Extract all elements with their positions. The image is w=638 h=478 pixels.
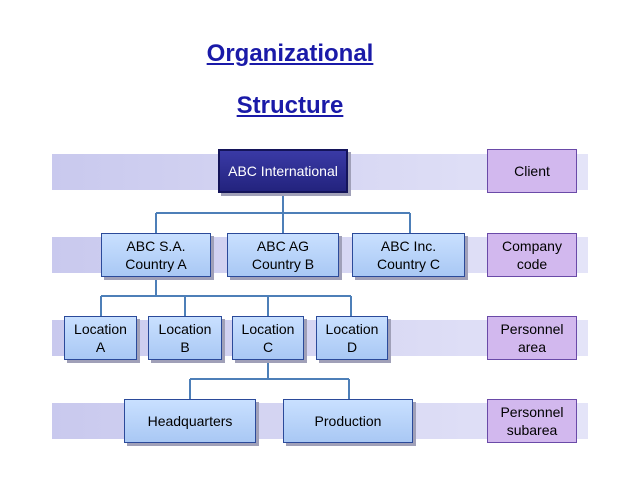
node-headquarters[interactable]: Headquarters: [124, 399, 256, 443]
connector-client-to-companies: [155, 193, 411, 233]
node-location-a[interactable]: Location A: [64, 316, 137, 360]
node-location-c[interactable]: Location C: [232, 316, 304, 360]
connector-companyA-to-locations: [100, 277, 352, 316]
node-location-b[interactable]: Location B: [148, 316, 222, 360]
node-abc-ag[interactable]: ABC AG Country B: [227, 233, 339, 277]
title-line-2: Structure: [236, 92, 344, 119]
title-line-1: Organizational: [206, 40, 374, 67]
node-abc-inc[interactable]: ABC Inc. Country C: [352, 233, 465, 277]
level-label-client: Client: [487, 149, 577, 193]
level-label-personnel-subarea: Personnel subarea: [487, 399, 577, 443]
node-location-d[interactable]: Location D: [316, 316, 388, 360]
connector-locationC-to-subareas: [189, 360, 350, 399]
level-label-personnel-area: Personnel area: [487, 316, 577, 360]
node-abc-sa[interactable]: ABC S.A. Country A: [101, 233, 211, 277]
node-abc-international[interactable]: ABC International: [218, 149, 348, 193]
node-production[interactable]: Production: [283, 399, 413, 443]
level-label-company-code: Company code: [487, 233, 577, 277]
